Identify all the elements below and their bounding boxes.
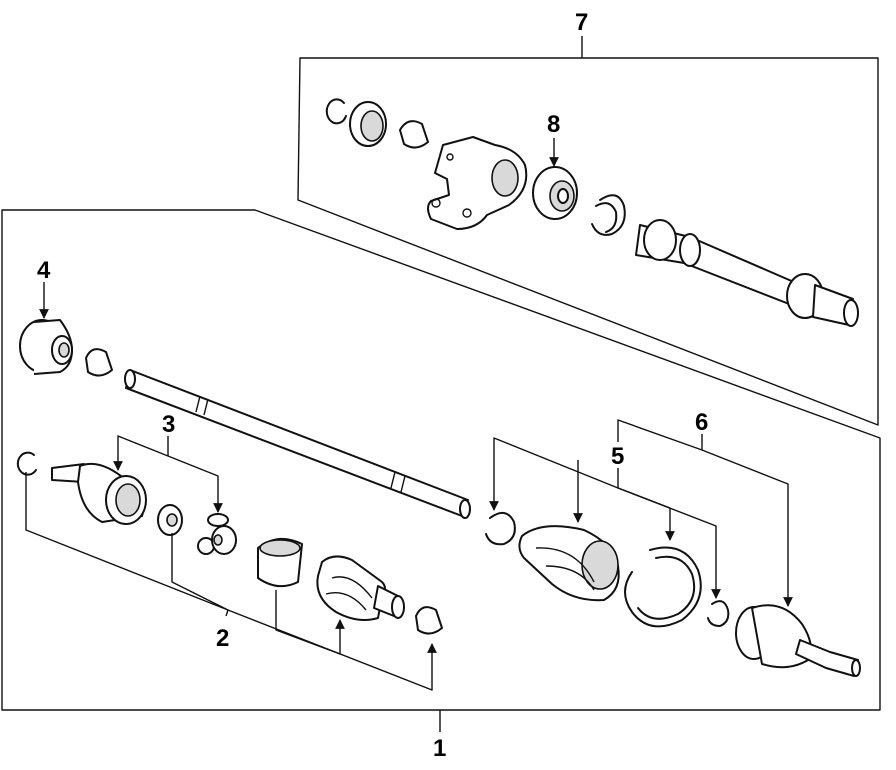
- assembly-7-frame: [297, 57, 879, 426]
- callout-5: 5: [611, 443, 624, 470]
- callout-2: 2: [216, 625, 229, 652]
- intermediate-shaft: [635, 219, 859, 327]
- tripod-washer: [157, 504, 183, 536]
- upper-clamp: [399, 120, 429, 149]
- callout-6: 6: [695, 409, 708, 436]
- support-bracket: [427, 136, 528, 230]
- bearing-snap-ring: [591, 194, 626, 236]
- outboard-boot-band: [624, 546, 702, 628]
- outboard-snap-ring: [485, 511, 516, 546]
- upper-snap-ring: [325, 98, 347, 125]
- outboard-retaining-ring: [707, 600, 730, 627]
- inboard-snap-ring: [16, 451, 37, 476]
- callout-8: 8: [547, 111, 560, 138]
- callout-1: 1: [433, 735, 446, 762]
- upper-seal: [349, 101, 387, 147]
- damper-clamp: [85, 348, 113, 377]
- assembly-1-frame: [1, 209, 881, 711]
- inboard-small-clamp: [415, 606, 443, 635]
- outboard-boot: [518, 525, 620, 602]
- dynamic-damper: [19, 319, 73, 375]
- inboard-boot-clamp: [257, 537, 303, 588]
- callout-leaders: [25, 36, 793, 732]
- callout-7: 7: [575, 9, 588, 36]
- intermediate-bearing: [532, 166, 578, 220]
- tripod-spider: [197, 513, 237, 555]
- half-shaft: [124, 369, 471, 519]
- callout-4: 4: [37, 257, 51, 284]
- inboard-joint-housing: [51, 462, 147, 525]
- inboard-boot: [316, 555, 405, 621]
- callout-3: 3: [162, 411, 175, 438]
- outboard-cv-joint: [735, 604, 861, 677]
